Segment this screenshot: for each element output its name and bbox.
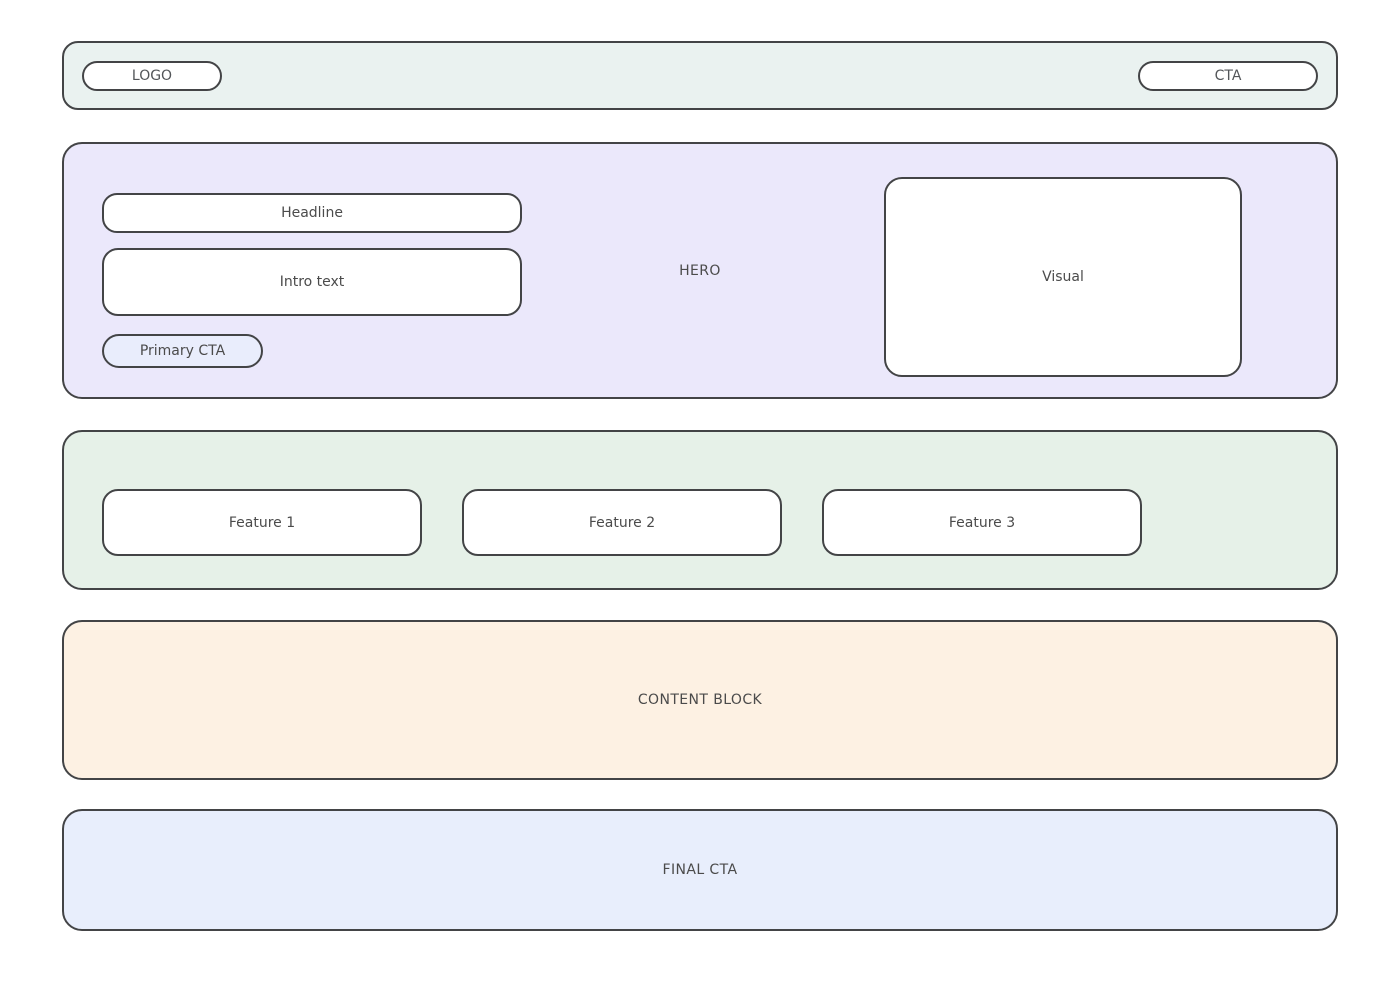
features-section: Feature 1 Feature 2 Feature 3	[62, 430, 1338, 590]
headline-placeholder: Headline	[102, 193, 522, 233]
content-block-section: CONTENT BLOCK	[62, 620, 1338, 780]
hero-visual-placeholder: Visual	[884, 177, 1242, 377]
intro-text-placeholder: Intro text	[102, 248, 522, 316]
final-cta-label: FINAL CTA	[662, 862, 738, 878]
final-cta-section: FINAL CTA	[62, 809, 1338, 931]
header-cta-button[interactable]: CTA	[1138, 61, 1318, 91]
logo-pill[interactable]: LOGO	[82, 61, 222, 91]
content-block-label: CONTENT BLOCK	[637, 692, 763, 708]
feature-card-1: Feature 1	[102, 489, 422, 556]
hero-section: HERO Headline Intro text Primary CTA Vis…	[62, 142, 1338, 399]
feature-card-3: Feature 3	[822, 489, 1142, 556]
feature-card-2: Feature 2	[462, 489, 782, 556]
primary-cta-button[interactable]: Primary CTA	[102, 334, 263, 368]
header-bar: LOGO CTA	[62, 41, 1338, 110]
